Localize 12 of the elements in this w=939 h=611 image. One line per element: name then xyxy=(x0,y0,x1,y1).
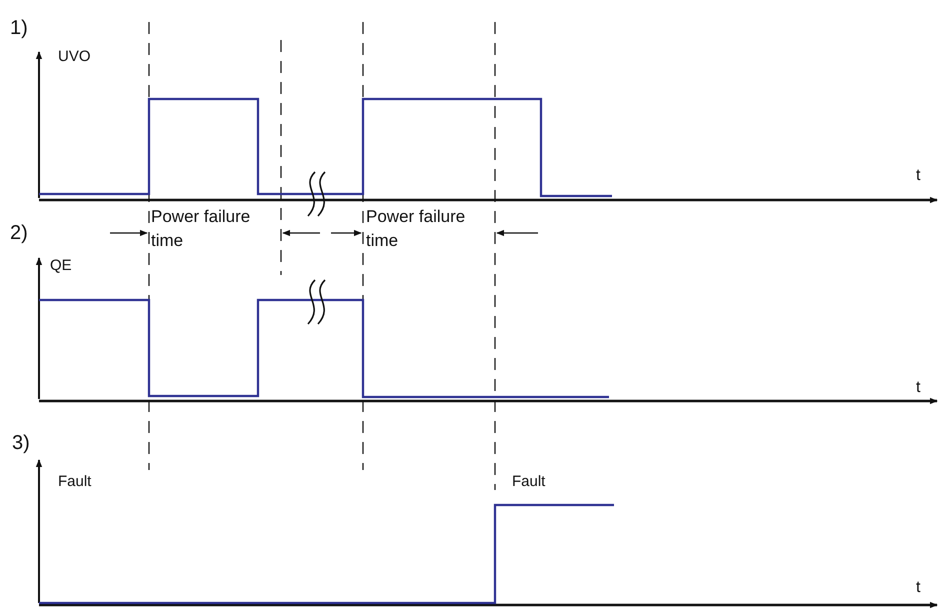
panel-number: 3) xyxy=(12,431,30,455)
axis-label: t xyxy=(916,166,920,186)
panel-number: 1) xyxy=(10,16,28,40)
axis-label: Fault xyxy=(58,473,92,491)
axis-label: QE xyxy=(50,257,72,275)
axis-label: UVO xyxy=(58,48,91,66)
axis-label: t xyxy=(916,578,920,598)
axis-label: t xyxy=(916,378,920,398)
axis-label: Fault xyxy=(512,473,546,491)
note-text: Power failure time xyxy=(151,206,252,252)
panel-number: 2) xyxy=(10,221,28,245)
note-text: Power failure time xyxy=(366,206,466,252)
